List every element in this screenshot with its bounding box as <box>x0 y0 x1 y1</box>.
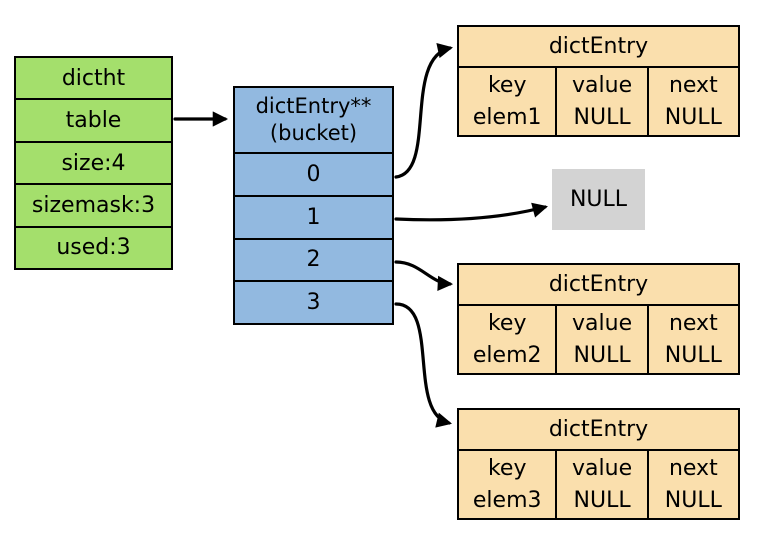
bucket-slot-1: 1 <box>235 194 392 238</box>
dict-entry-table-2: dictEntry key elem2 value NULL next NULL <box>457 263 740 375</box>
dict-entry-1-title: dictEntry <box>459 27 738 68</box>
field-name: key <box>487 455 527 481</box>
field-value: elem3 <box>472 487 542 513</box>
arrow-slot1-to-null <box>394 202 548 222</box>
field-value: NULL <box>664 487 722 513</box>
field-value: NULL <box>573 487 631 513</box>
field-name: next <box>668 455 718 481</box>
field-value: NULL <box>573 342 631 368</box>
dictht-struct-box: dictht table size:4 sizemask:3 used:3 <box>14 56 173 270</box>
field-name: value <box>572 455 633 481</box>
dictht-title-row: dictht <box>61 65 126 91</box>
arrow-slot0-to-entry1 <box>394 43 454 179</box>
field-name: key <box>487 72 527 98</box>
field-name: key <box>487 310 527 336</box>
bucket-array-title-line2: (bucket) <box>269 121 358 145</box>
field-value: elem1 <box>472 104 542 130</box>
field-value: elem2 <box>472 342 542 368</box>
dictht-sizemask-row: sizemask:3 <box>16 183 171 225</box>
dict-entry-1-value-cell: value NULL <box>555 68 646 135</box>
dict-entry-2-body: key elem2 value NULL next NULL <box>459 306 738 373</box>
dict-entry-1-next-cell: next NULL <box>646 68 738 135</box>
dictht-used-row: used:3 <box>16 225 171 268</box>
field-value: NULL <box>664 342 722 368</box>
dict-entry-table-1: dictEntry key elem1 value NULL next NULL <box>457 25 740 137</box>
bucket-array-title-line1: dictEntry** <box>255 94 372 118</box>
dict-entry-table-3: dictEntry key elem3 value NULL next NULL <box>457 408 740 520</box>
dict-entry-3-next-cell: next NULL <box>646 451 738 518</box>
null-pointer-box: NULL <box>552 169 645 230</box>
bucket-array-header: dictEntry** (bucket) <box>235 88 392 154</box>
field-value: NULL <box>573 104 631 130</box>
dict-entry-2-key-cell: key elem2 <box>459 306 555 373</box>
field-name: next <box>668 310 718 336</box>
dict-entry-2-next-cell: next NULL <box>646 306 738 373</box>
dict-entry-2-value-cell: value NULL <box>555 306 646 373</box>
dict-entry-3-value-cell: value NULL <box>555 451 646 518</box>
bucket-slot-2: 2 <box>235 237 392 281</box>
dictht-size-row: size:4 <box>16 140 171 183</box>
arrow-slot2-to-entry2 <box>394 260 454 292</box>
dict-entry-3-key-cell: key elem3 <box>459 451 555 518</box>
dict-entry-2-title: dictEntry <box>459 265 738 306</box>
dict-entry-1-key-cell: key elem1 <box>459 68 555 135</box>
field-value: NULL <box>664 104 722 130</box>
bucket-array-box: dictEntry** (bucket) 0 1 2 3 <box>233 86 394 325</box>
field-name: value <box>572 72 633 98</box>
field-name: next <box>668 72 718 98</box>
dict-entry-3-title: dictEntry <box>459 410 738 451</box>
field-name: value <box>572 310 633 336</box>
bucket-slot-3: 3 <box>235 280 392 323</box>
bucket-slot-0: 0 <box>306 161 321 187</box>
arrow-slot3-to-entry3 <box>394 302 452 428</box>
dict-entry-3-body: key elem3 value NULL next NULL <box>459 451 738 518</box>
dict-entry-1-body: key elem1 value NULL next NULL <box>459 68 738 135</box>
dictht-table-row: table <box>16 98 171 140</box>
